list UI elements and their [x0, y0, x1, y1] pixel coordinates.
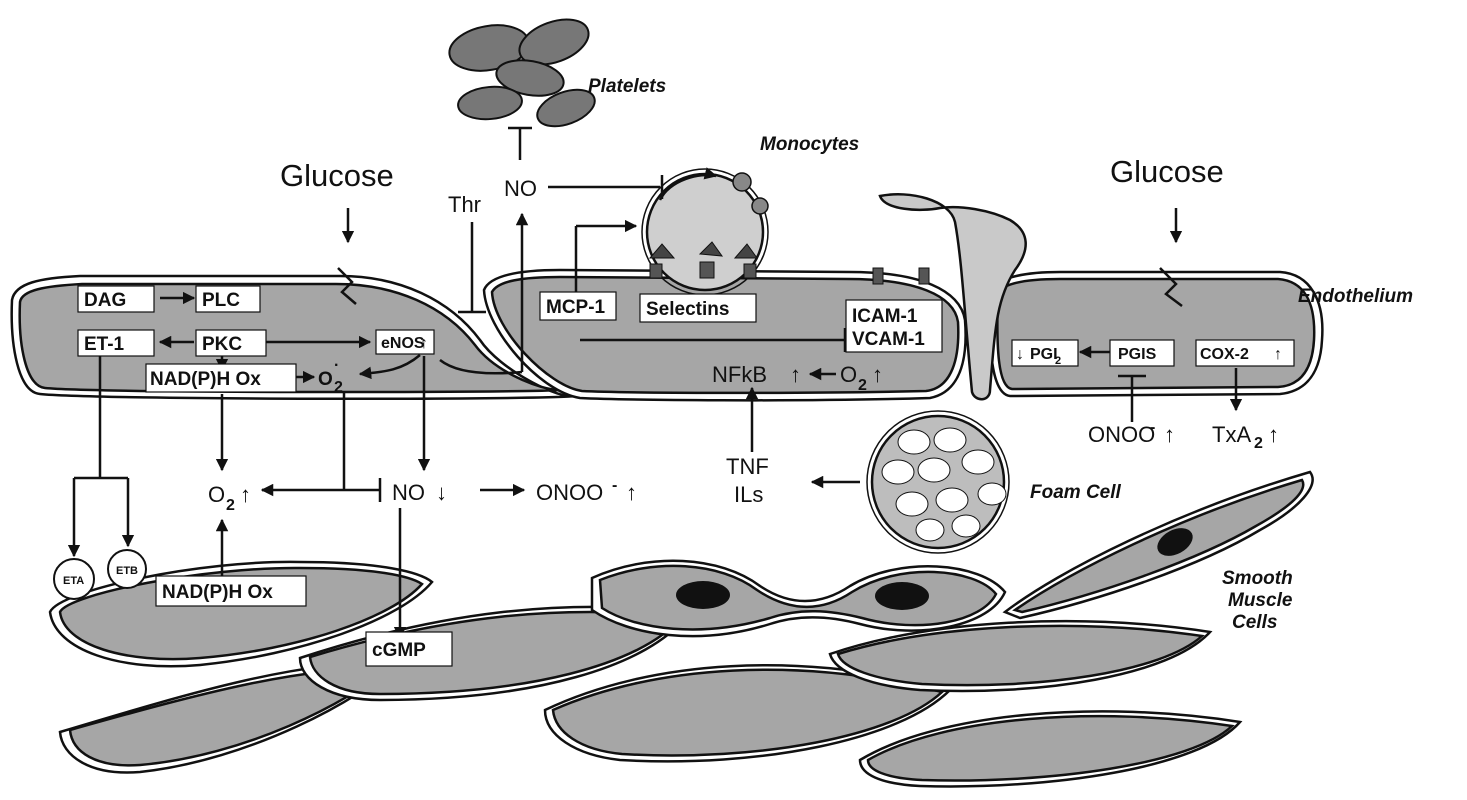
- etb-receptor: [107, 549, 147, 589]
- svg-text:2: 2: [858, 377, 867, 394]
- endothelial-cell-right: [996, 277, 1316, 391]
- transmigrating-monocyte: [878, 193, 1027, 401]
- svg-text:2: 2: [226, 497, 235, 514]
- cgmp-label: cGMP: [372, 640, 426, 661]
- eta-label: ETA: [63, 575, 84, 587]
- svg-text:O: O: [208, 482, 225, 507]
- glucose-label-left: Glucose: [280, 158, 394, 193]
- tnf-label: TNF: [726, 454, 769, 479]
- svg-text:↓: ↓: [436, 480, 447, 505]
- mcp1-label: MCP-1: [546, 297, 606, 318]
- svg-text:eNOS: eNOS: [381, 335, 425, 352]
- svg-text:TxA: TxA: [1212, 422, 1251, 447]
- svg-text:2: 2: [1254, 435, 1263, 452]
- svg-text:NO: NO: [392, 480, 425, 505]
- plc-label: PLC: [202, 290, 240, 311]
- svg-text:ONOO: ONOO: [1088, 422, 1155, 447]
- svg-text:↑: ↑: [1274, 346, 1282, 363]
- endothelium-label: Endothelium: [1298, 286, 1413, 307]
- nadph-ox-top-label: NAD(P)H Ox: [150, 369, 261, 390]
- svg-text:COX-2: COX-2: [1200, 346, 1249, 363]
- muscle-cell-bottom: [551, 668, 945, 757]
- svg-text:↑: ↑: [1164, 422, 1175, 447]
- svg-text:-: -: [612, 477, 617, 494]
- onoo-low-label: ONOO - ↑: [536, 477, 637, 505]
- superoxide-top: O 2 ·: [318, 357, 343, 396]
- smooth-muscle-layer: [48, 470, 1314, 788]
- platelets-group: [448, 18, 596, 128]
- label-boxes: [77, 285, 1295, 667]
- svg-text:2: 2: [1055, 355, 1061, 367]
- nfkb-label: NFkB ↑: [712, 362, 801, 387]
- svg-text:↑: ↑: [1268, 422, 1279, 447]
- nucleus: [676, 581, 730, 609]
- nadph-ox-low-label: NAD(P)H Ox: [162, 582, 273, 603]
- foam-cell: [866, 410, 1010, 554]
- smooth-muscle-label-1: Smooth: [1222, 568, 1293, 589]
- smooth-muscle-label-2: Muscle: [1228, 590, 1293, 611]
- et1-label: ET-1: [84, 334, 125, 355]
- cox2-label: COX-2 ↑: [1200, 346, 1282, 363]
- svg-text:↑: ↑: [420, 335, 428, 352]
- svg-text:↑: ↑: [790, 362, 801, 387]
- eta-receptor: [53, 558, 95, 600]
- onoo-right-label: ONOO - ↑: [1088, 419, 1175, 447]
- svg-text:↑: ↑: [872, 362, 883, 387]
- connectors: [67, 126, 1243, 640]
- vcam1-label: VCAM-1: [852, 329, 925, 350]
- nucleus: [875, 582, 929, 610]
- muscle-cell-center: [308, 610, 685, 696]
- pgi2-label: ↓ PGI 2: [1016, 346, 1061, 367]
- svg-text:2: 2: [334, 379, 343, 396]
- no-top-label: NO: [504, 176, 537, 201]
- monocytes-label: Monocytes: [760, 134, 859, 155]
- svg-text:↑: ↑: [240, 482, 251, 507]
- platelets-label: Platelets: [588, 76, 666, 97]
- svg-text:PGI: PGI: [1030, 346, 1058, 363]
- svg-text:O: O: [840, 362, 857, 387]
- icam1-label: ICAM-1: [852, 306, 918, 327]
- svg-text:O: O: [318, 369, 333, 390]
- superoxide-low: O 2 ↑: [208, 482, 251, 514]
- pgis-label: PGIS: [1118, 346, 1157, 363]
- smooth-muscle-cell-nucleated: [598, 564, 998, 631]
- selectins-label: Selectins: [646, 299, 729, 320]
- svg-text:NFkB: NFkB: [712, 362, 767, 387]
- dag-label: DAG: [84, 290, 126, 311]
- ils-label: ILs: [734, 482, 763, 507]
- muscle-cell-right: [836, 624, 1205, 687]
- svg-text:-: -: [1150, 419, 1155, 436]
- enos-label: eNOS ↑: [381, 335, 428, 352]
- superoxide-mid: O 2 ↑: [840, 362, 883, 394]
- nucleus: [1157, 528, 1193, 556]
- smooth-muscle-label-3: Cells: [1232, 612, 1277, 633]
- foam-cell-label: Foam Cell: [1030, 482, 1122, 503]
- svg-text:ONOO: ONOO: [536, 480, 603, 505]
- pkc-label: PKC: [202, 334, 242, 355]
- no-low-label: NO ↓: [392, 480, 447, 505]
- etb-label: ETB: [116, 565, 138, 577]
- thr-label: Thr: [448, 192, 481, 217]
- svg-text:↑: ↑: [626, 480, 637, 505]
- monocyte: [641, 167, 769, 296]
- svg-text:·: ·: [334, 357, 339, 374]
- svg-text:↓: ↓: [1016, 346, 1024, 363]
- glucose-label-right: Glucose: [1110, 154, 1224, 189]
- txa2-label: TxA 2 ↑: [1212, 422, 1279, 452]
- muscle-cell-bottom-right: [866, 714, 1235, 782]
